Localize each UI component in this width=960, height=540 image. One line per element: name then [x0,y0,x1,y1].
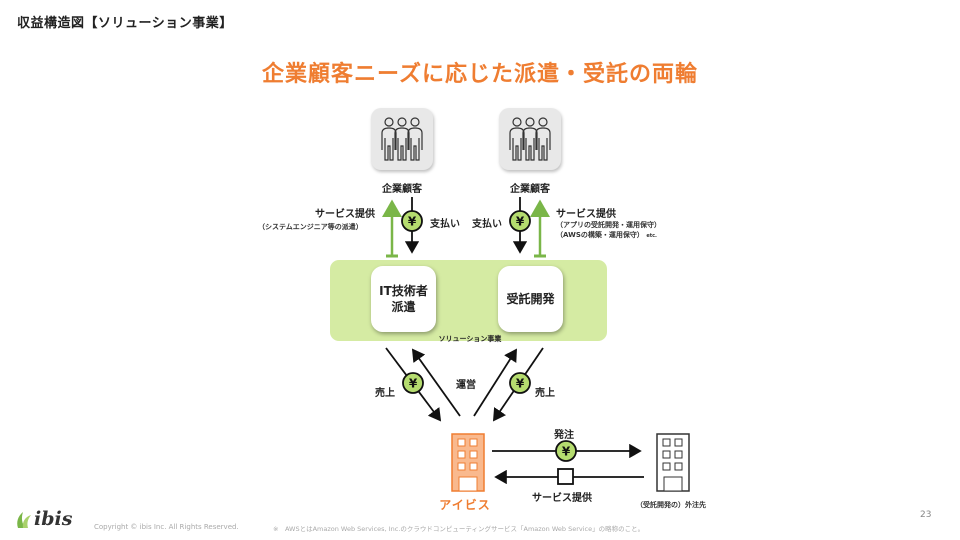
right-sales-label: 売上 [535,388,555,399]
left-service-title: サービス提供 [315,209,375,220]
contract-dev-label: 受託開発 [506,292,555,306]
left-customer-label: 企業顧客 [382,184,422,195]
page-number: 23 [920,510,932,520]
right-customer-label: 企業顧客 [510,184,550,195]
svg-text:¥: ¥ [562,445,571,459]
people-group-icon [509,117,551,161]
building-icon [451,433,485,492]
ibis-leaf-logo-icon [17,512,31,528]
operation-left-arrow [411,348,461,417]
copyright: Copyright © ibis Inc. All Rights Reserve… [94,523,239,531]
operation-right-arrow [473,348,517,417]
ibis-logo-text: ibis [34,508,73,530]
left-service-detail: （システムエンジニア等の派遣） [258,223,363,231]
right-customer-icon-box [499,108,561,170]
right-service-title: サービス提供 [556,209,616,220]
slide-title: 収益構造図【ソリューション事業】 [17,16,233,31]
yen-icon: ¥ [509,372,531,394]
right-service-detail-2-text: （AWSの構築・運用保守） [556,231,644,239]
it-staffing-line2: 派遣 [391,300,416,314]
svg-text:¥: ¥ [516,215,525,229]
company-name: アイビス [439,498,491,512]
yen-icon: ¥ [402,372,424,394]
left-sales-label: 売上 [375,388,395,399]
building-icon [656,433,690,492]
service-provision-label: サービス提供 [532,493,592,504]
service-box-icon [557,468,574,485]
svg-text:¥: ¥ [408,215,417,229]
operation-label: 運営 [456,380,476,391]
right-service-detail-2: （AWSの構築・運用保守） etc. [556,230,657,240]
right-service-detail-etc: etc. [646,233,657,239]
subcontractor-label: （受託開発の）外注先 [636,501,706,509]
right-service-detail-1: （アプリの受託開発・運用保守） [556,221,661,229]
it-staffing-line1: IT技術者 [379,284,428,298]
svg-text:¥: ¥ [409,377,418,391]
left-payment-label: 支払い [430,219,460,230]
it-staffing-card: IT技術者 派遣 [371,266,436,332]
yen-icon: ¥ [555,440,577,462]
yen-icon: ¥ [509,210,531,232]
order-label: 発注 [554,430,574,441]
svg-text:¥: ¥ [516,377,525,391]
headline: 企業顧客ニーズに応じた派遣・受託の両輪 [262,62,698,87]
people-group-icon [381,117,423,161]
aws-footnote: ※ AWSとはAmazon Web Services, Inc.のクラウドコンピ… [273,525,645,533]
left-customer-icon-box [371,108,433,170]
contract-dev-card: 受託開発 [498,266,563,332]
yen-icon: ¥ [401,210,423,232]
right-payment-label: 支払い [472,219,502,230]
solution-band-label: ソリューション事業 [438,335,502,343]
